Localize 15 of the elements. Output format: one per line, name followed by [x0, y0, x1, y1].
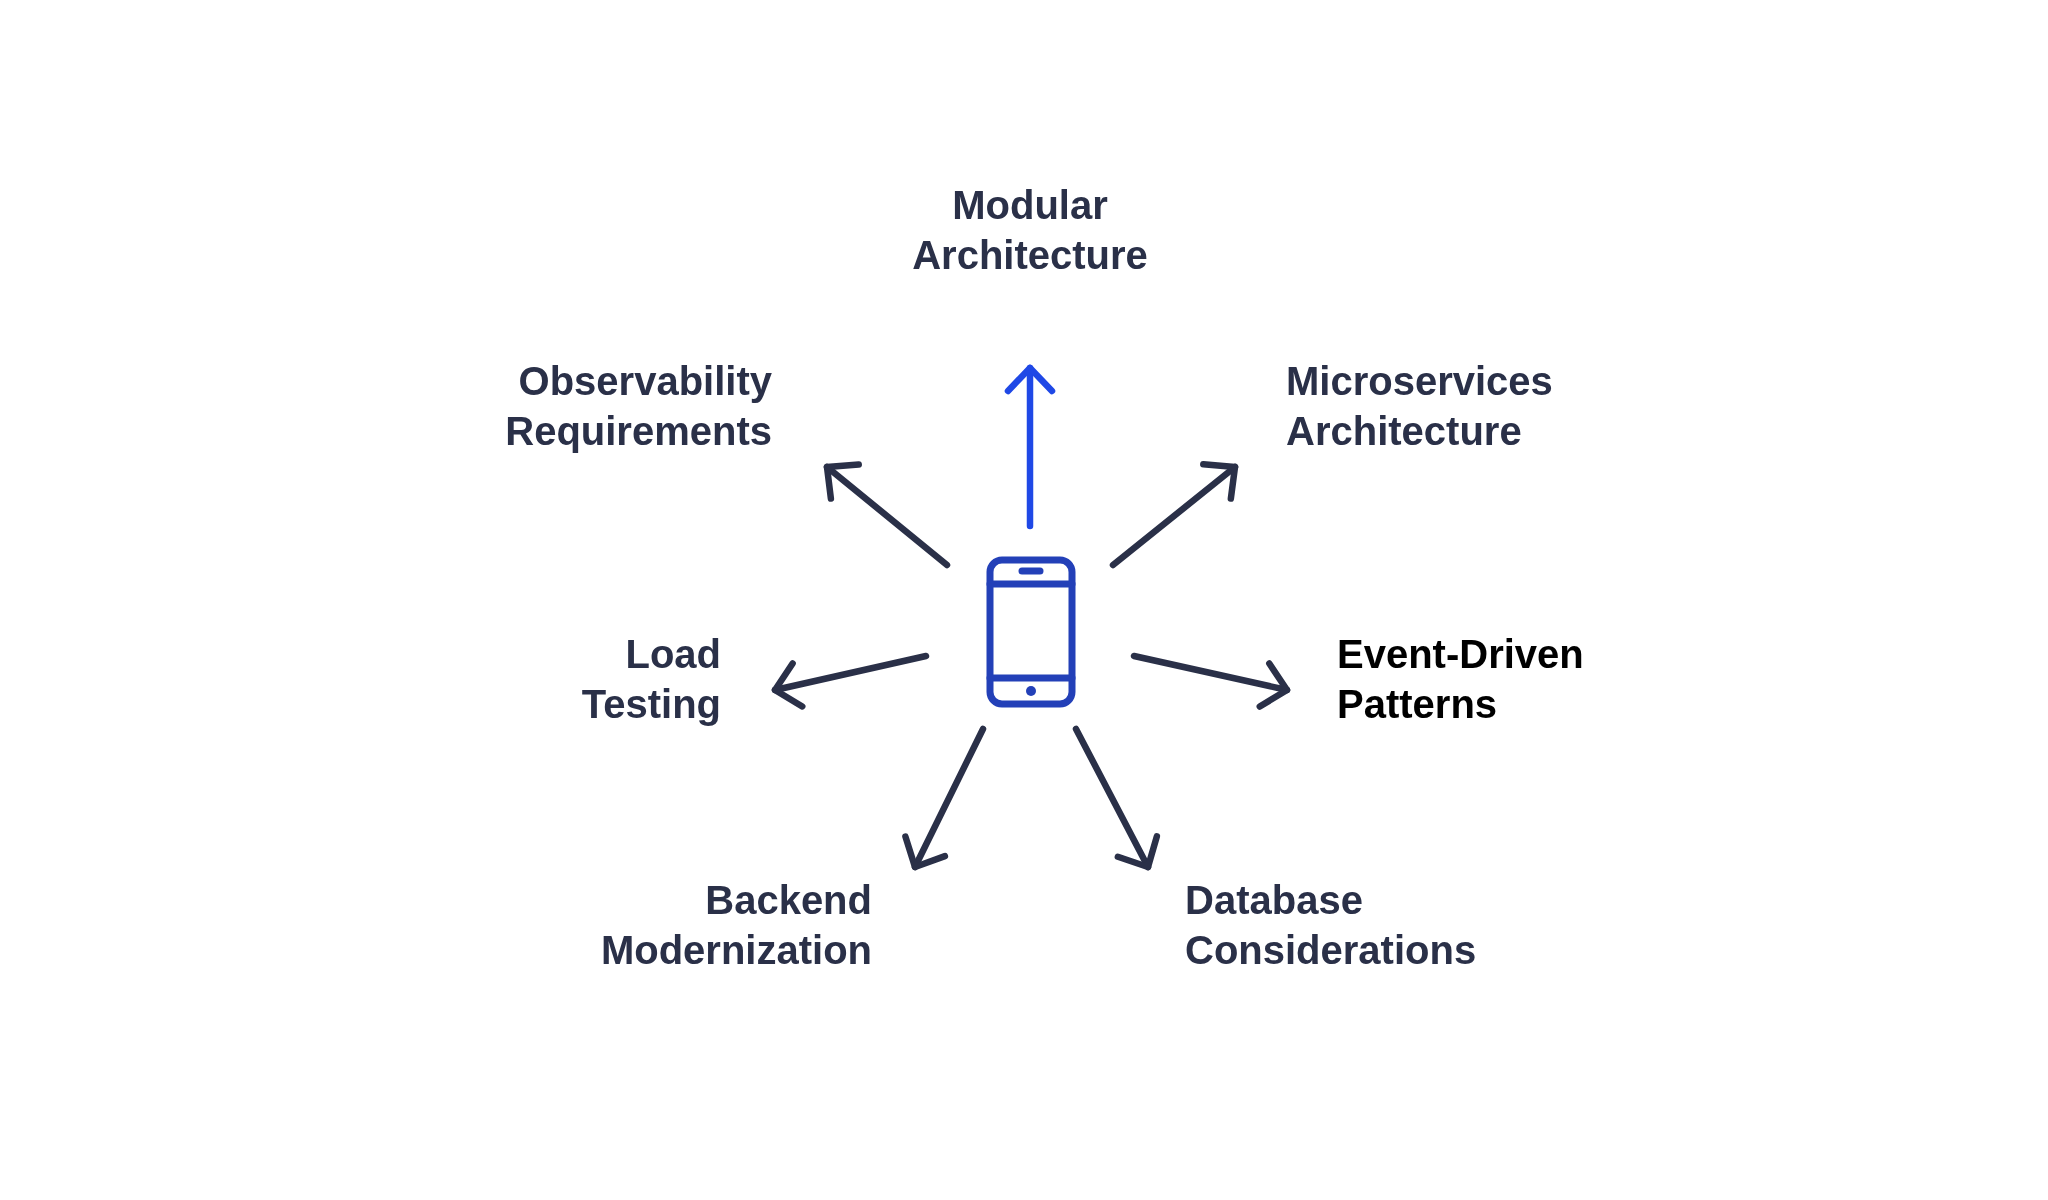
arrow	[902, 725, 987, 871]
topic-label: Event-Driven Patterns	[1337, 629, 1657, 729]
smartphone-icon	[986, 556, 1076, 708]
arrow	[1109, 461, 1239, 569]
topic-label: Backend Modernization	[532, 875, 872, 975]
topic-label: Load Testing	[521, 629, 721, 729]
topic-label: Database Considerations	[1185, 875, 1545, 975]
arrow	[823, 461, 951, 569]
topic-label: Observability Requirements	[452, 356, 772, 456]
arrow	[1004, 364, 1056, 530]
arrow	[1130, 652, 1291, 710]
topic-label: Microservices Architecture	[1286, 356, 1626, 456]
topic-label: Modular Architecture	[880, 180, 1180, 280]
arrow	[771, 652, 930, 710]
arrow	[1072, 725, 1161, 871]
